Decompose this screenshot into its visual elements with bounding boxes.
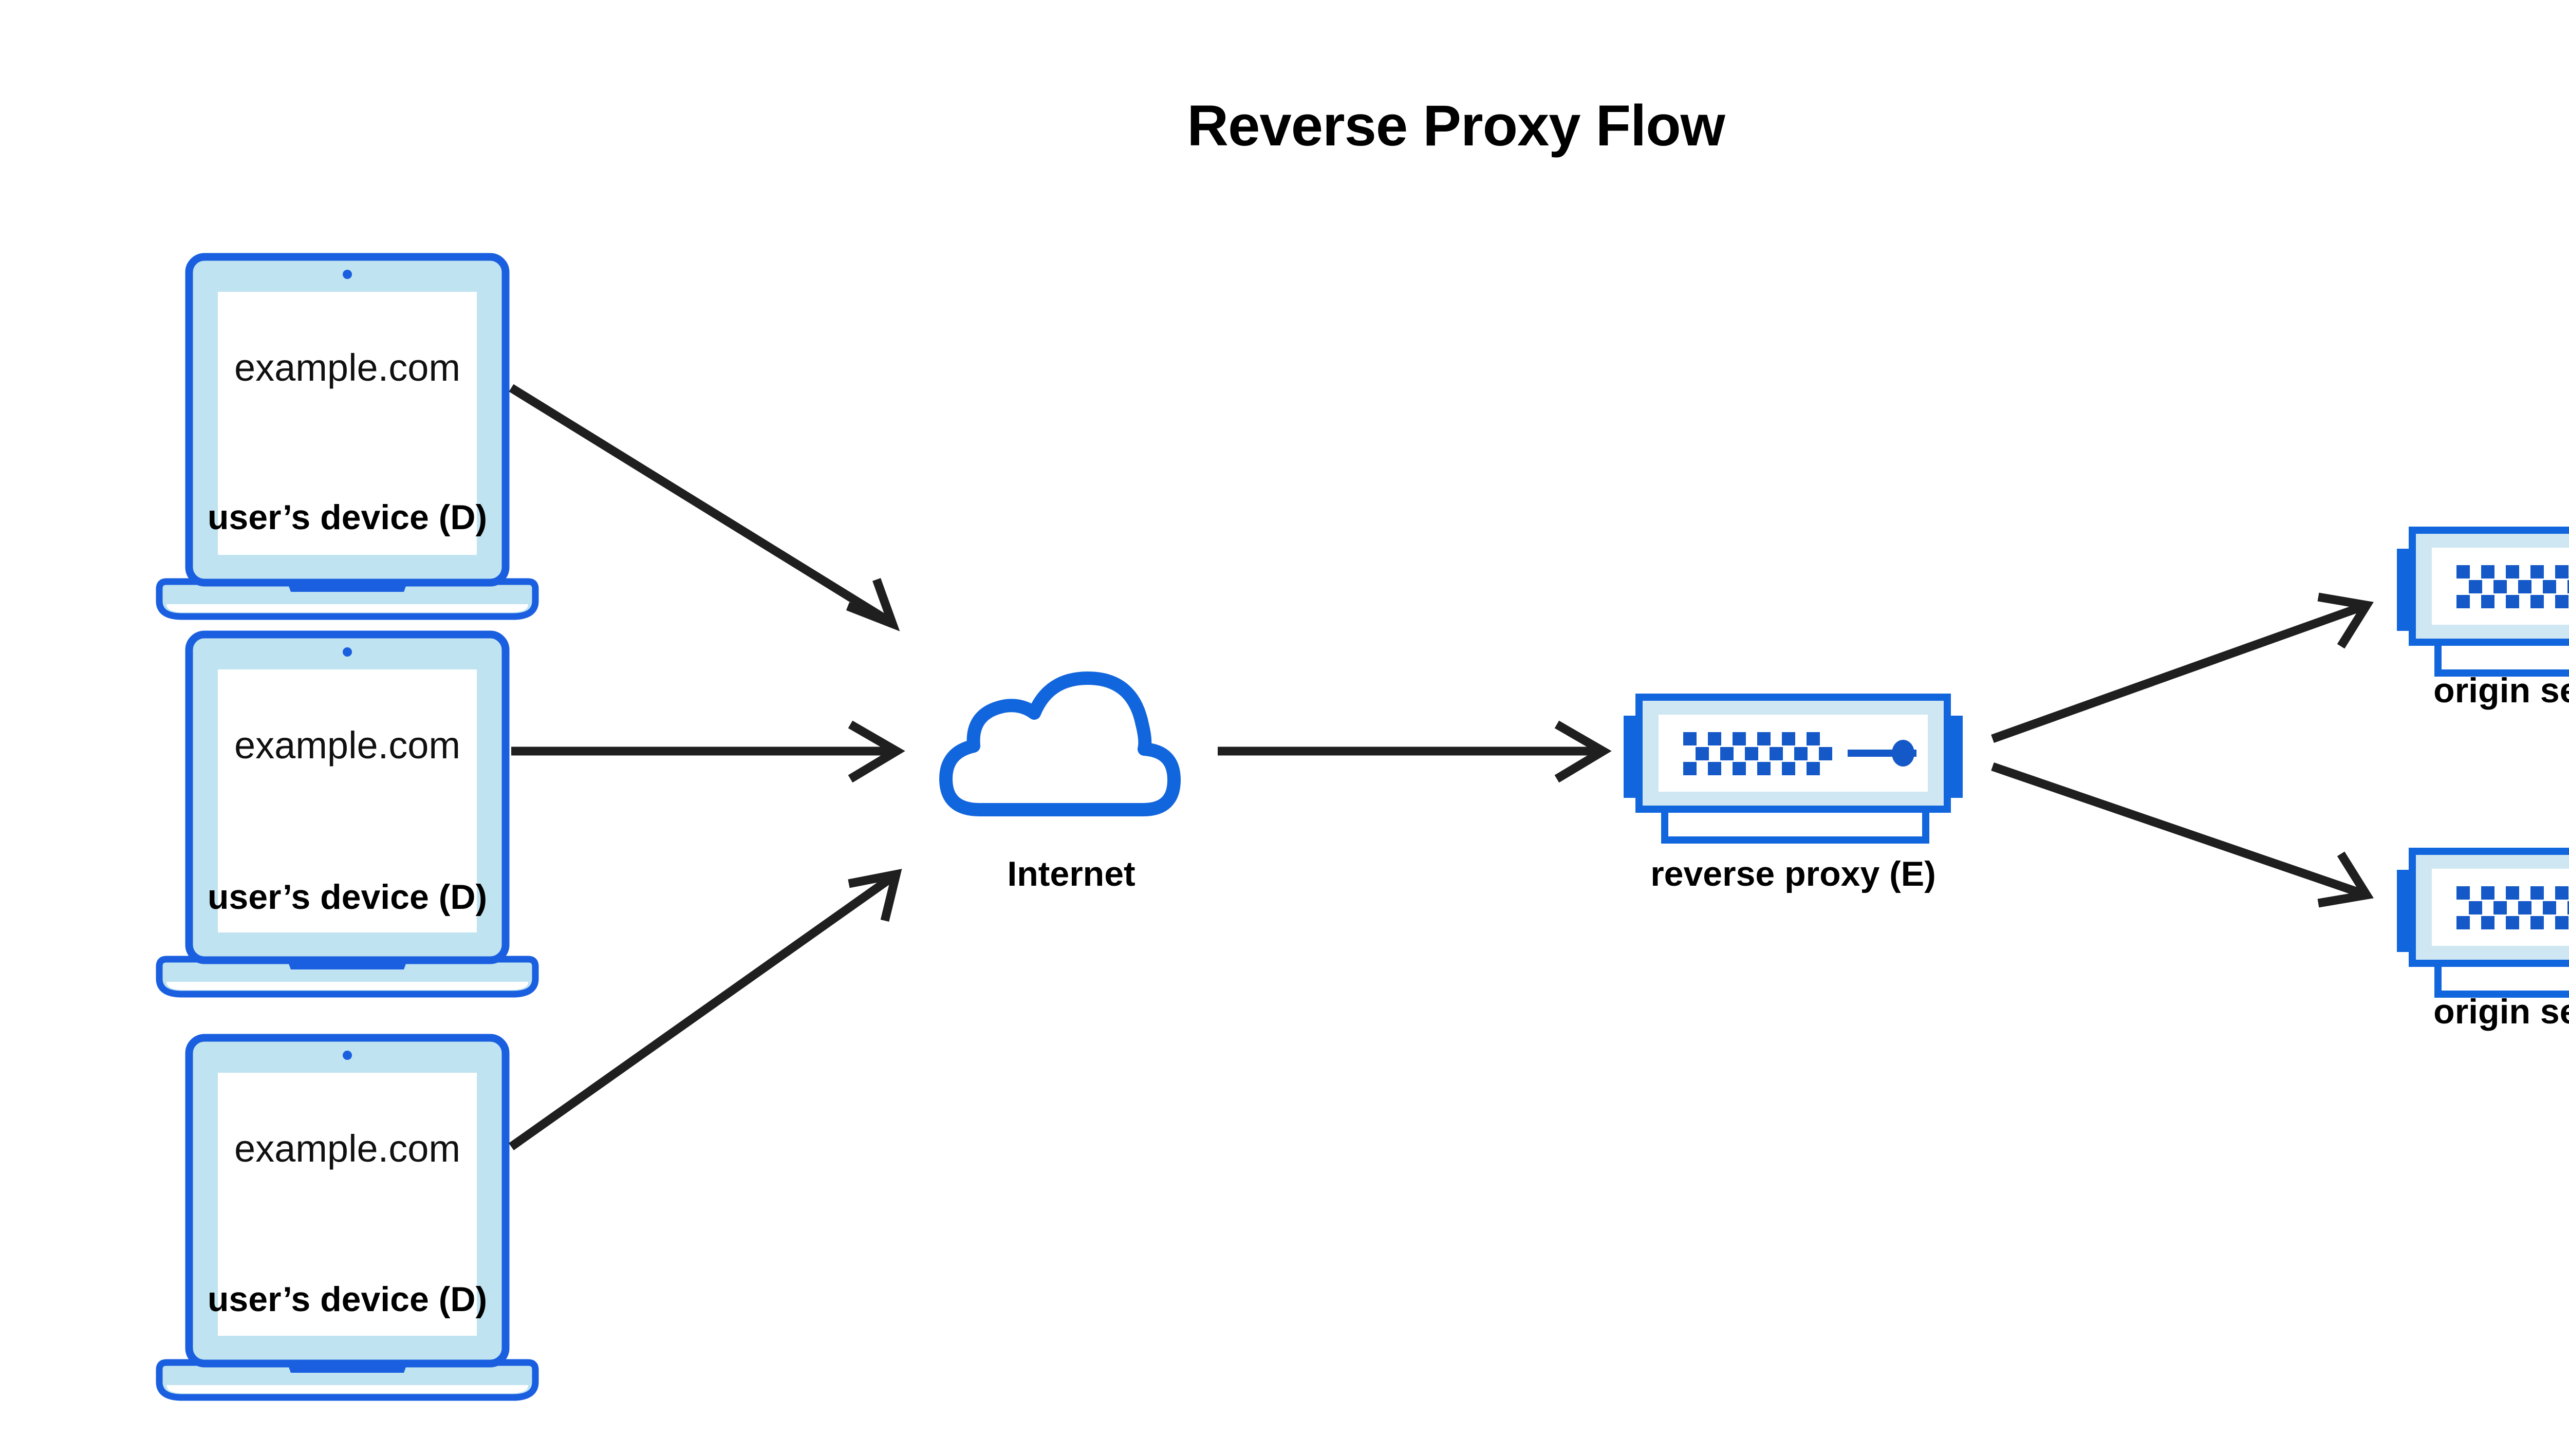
edge-proxy-origin2: [1991, 762, 2374, 908]
node-origin-server-2[interactable]: [2397, 851, 2569, 994]
internet-label: Internet: [1007, 854, 1135, 893]
origin-server-1-label: origin server (F): [2433, 671, 2569, 710]
reverse-proxy-label: reverse proxy (E): [1650, 854, 1936, 893]
edge-device3-internet: [509, 869, 902, 1150]
device-2-label: user’s device (D): [207, 878, 488, 917]
device-3-label: user’s device (D): [207, 1280, 488, 1319]
node-reverse-proxy[interactable]: [1624, 697, 1963, 840]
node-device-1[interactable]: [159, 257, 535, 617]
device-1-screen-text: example.com: [234, 346, 461, 389]
edge-internet-proxy: [1218, 720, 1612, 783]
node-internet-cloud[interactable]: [946, 678, 1174, 810]
edge-device1-internet: [509, 384, 900, 631]
device-1-label: user’s device (D): [207, 498, 488, 537]
origin-server-2-label: origin server (F): [2433, 992, 2569, 1031]
edge-proxy-origin1: [1991, 592, 2374, 743]
device-3-screen-text: example.com: [234, 1127, 461, 1170]
device-2-screen-text: example.com: [234, 724, 461, 767]
edge-device2-internet: [511, 720, 905, 783]
node-origin-server-1[interactable]: [2397, 530, 2569, 673]
node-device-3[interactable]: [159, 1038, 535, 1397]
node-device-2[interactable]: [159, 634, 535, 994]
page-title: Reverse Proxy Flow: [1187, 94, 1725, 158]
